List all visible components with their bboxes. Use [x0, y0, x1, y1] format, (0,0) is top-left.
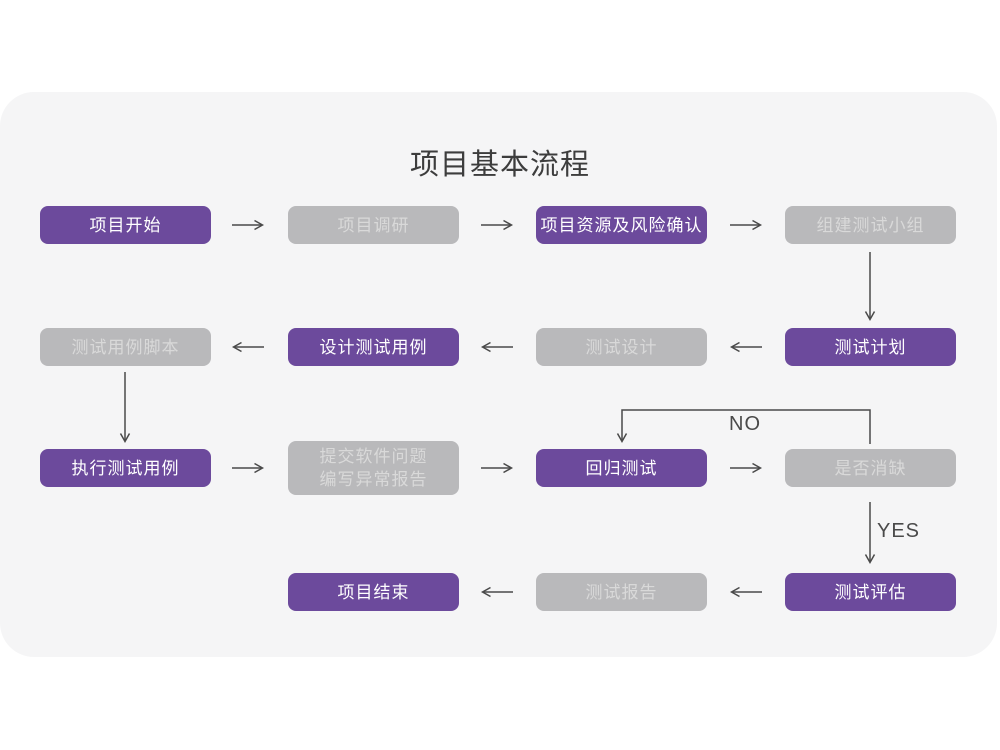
- node-execute-test-cases: 执行测试用例: [40, 449, 211, 487]
- node-test-design: 测试设计: [536, 328, 707, 366]
- flowchart-card-background: [0, 92, 997, 657]
- node-test-plan: 测试计划: [785, 328, 956, 366]
- node-test-report: 测试报告: [536, 573, 707, 611]
- node-regression-test: 回归测试: [536, 449, 707, 487]
- node-resource-risk-confirm: 项目资源及风险确认: [536, 206, 707, 244]
- node-project-research: 项目调研: [288, 206, 459, 244]
- node-test-case-script: 测试用例脚本: [40, 328, 211, 366]
- node-project-start: 项目开始: [40, 206, 211, 244]
- page-title: 项目基本流程: [409, 149, 590, 181]
- node-submit-issue-report: 提交软件问题 编写异常报告: [288, 441, 459, 495]
- edge-label-yes: YES: [877, 520, 921, 542]
- node-defect-resolved: 是否消缺: [785, 449, 956, 487]
- node-test-evaluation: 测试评估: [785, 573, 956, 611]
- node-project-end: 项目结束: [288, 573, 459, 611]
- node-build-test-team: 组建测试小组: [785, 206, 956, 244]
- edge-label-no: NO: [729, 413, 761, 435]
- node-design-test-cases: 设计测试用例: [288, 328, 459, 366]
